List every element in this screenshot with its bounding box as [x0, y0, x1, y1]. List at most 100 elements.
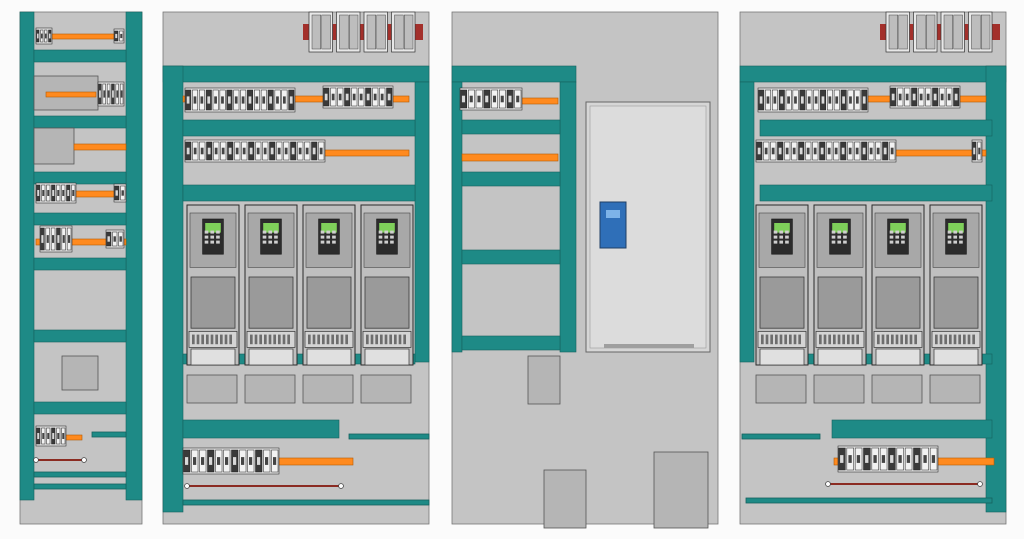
frame-crossbar: [33, 257, 127, 271]
drive-terminal: [317, 334, 320, 345]
drive-base: [875, 348, 921, 366]
drive-terminal: [953, 334, 957, 345]
frame-crossbar: [182, 184, 416, 202]
drive-key: [953, 230, 958, 234]
drive-terminal: [250, 334, 253, 345]
terminal-screw: [827, 147, 831, 155]
drive-key: [210, 230, 215, 234]
terminal-screw: [37, 33, 39, 39]
terminal-screw: [906, 455, 911, 463]
frame-top: [739, 65, 1007, 83]
terminal-screw: [193, 457, 197, 465]
drive-terminal: [192, 334, 195, 345]
wire-end: [184, 483, 190, 489]
cable-entry-plate: [653, 451, 709, 529]
terminal-screw: [112, 90, 114, 98]
drive-key: [947, 230, 952, 234]
terminal-screw: [898, 455, 902, 463]
terminal-screw: [103, 90, 106, 98]
din-rail: [91, 431, 127, 438]
terminal-screw: [813, 147, 817, 155]
drive-key: [779, 230, 784, 234]
drive-key: [901, 240, 905, 244]
breaker-rail: [880, 11, 1000, 53]
drive-terminal: [819, 334, 822, 345]
terminal-screw: [352, 93, 356, 101]
drive-terminal: [958, 334, 961, 345]
frame-left: [451, 81, 463, 353]
terminal-screw: [255, 96, 259, 104]
drive-terminal: [837, 334, 841, 345]
drive-lower: [759, 276, 805, 329]
terminal-screw: [855, 147, 859, 155]
terminal-block-strip: [182, 447, 280, 475]
drive-lower: [875, 276, 921, 329]
drive-lower: [817, 276, 863, 329]
drive-key: [895, 235, 900, 239]
drive-key: [204, 230, 209, 234]
drive-key: [773, 230, 778, 234]
terminal-screw: [52, 433, 55, 439]
drive-terminal: [366, 334, 369, 345]
terminal-screw: [52, 235, 55, 243]
drive-key: [332, 240, 336, 244]
terminal-block-base: [35, 182, 77, 204]
drive-key: [274, 230, 278, 234]
blank-plate: [244, 374, 296, 404]
terminal-screw: [207, 147, 211, 155]
drive-key: [953, 240, 958, 244]
terminal-screw: [99, 90, 101, 98]
drive-terminal: [273, 334, 276, 345]
vfd-drive-icon: [302, 204, 356, 366]
terminal-block-base: [97, 81, 125, 107]
cable-entry-plate: [543, 469, 587, 529]
frame-crossbar: [461, 171, 561, 187]
drive-terminal: [308, 334, 311, 345]
terminal-screw: [766, 96, 770, 104]
terminal-screw: [201, 457, 205, 465]
terminal-screw: [217, 457, 221, 465]
terminal-screw: [57, 433, 60, 439]
drive-screen: [832, 223, 848, 233]
breaker-pole: [349, 14, 359, 50]
terminal-screw: [269, 96, 272, 104]
breaker-pole: [943, 14, 953, 50]
drive-key: [779, 235, 784, 239]
cabinet-2: [162, 11, 430, 525]
terminal-screw: [276, 96, 279, 104]
terminal-screw: [263, 147, 267, 155]
drive-key: [262, 235, 267, 239]
terminal-screw: [331, 93, 335, 101]
drive-lower: [364, 276, 410, 329]
terminal-screw: [516, 95, 520, 103]
drive-base: [306, 348, 352, 366]
terminal-screw: [787, 96, 790, 104]
drive-screen: [321, 223, 337, 233]
drive-terminal: [322, 334, 325, 345]
drive-key: [274, 240, 278, 244]
wire-end: [977, 481, 983, 487]
cable-duct: [35, 238, 127, 246]
drive-key: [959, 235, 963, 239]
terminal-screw: [107, 90, 110, 98]
drive-terminal: [784, 334, 787, 345]
terminal-screw: [891, 93, 895, 101]
terminal-screw: [107, 236, 110, 242]
breaker-pole: [888, 14, 898, 50]
drive-base: [364, 348, 410, 366]
terminal-screw: [200, 96, 204, 104]
vfd-drive-icon: [244, 204, 298, 366]
breaker-pole: [916, 14, 926, 50]
drive-terminal: [215, 334, 218, 345]
junction-box: [61, 355, 99, 391]
terminal-screw: [780, 96, 784, 104]
terminal-screw: [49, 33, 51, 39]
terminal-screw: [873, 455, 877, 463]
terminal-screw: [116, 90, 119, 98]
drive-key: [378, 240, 383, 244]
drive-key: [831, 235, 836, 239]
terminal-screw: [262, 96, 266, 104]
terminal-screw: [771, 147, 775, 155]
drive-key: [889, 235, 894, 239]
terminal-screw: [270, 147, 274, 155]
